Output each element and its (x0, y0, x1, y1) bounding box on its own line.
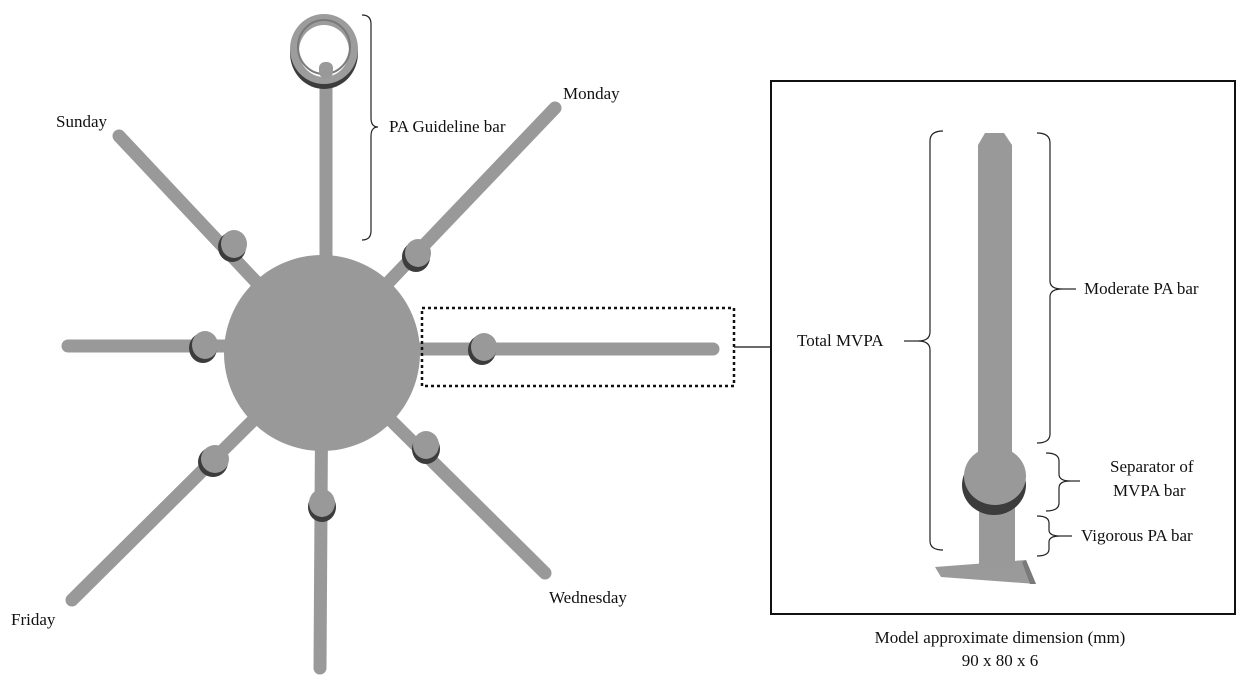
separator-monday (402, 239, 431, 272)
label-sunday: Sunday (56, 112, 108, 131)
central-hub (224, 255, 420, 451)
label-friday: Friday (11, 610, 56, 629)
label-moderate: Moderate PA bar (1084, 279, 1199, 298)
separator-left (189, 331, 218, 363)
separator-right (468, 333, 497, 365)
star-model (61, 14, 720, 675)
caption-line2: 90 x 80 x 6 (962, 651, 1039, 670)
label-separator-1: Separator of (1110, 457, 1194, 476)
label-monday: Monday (563, 84, 620, 103)
moderate-bar (978, 145, 1012, 463)
label-guideline: PA Guideline bar (389, 117, 506, 136)
caption-line1: Model approximate dimension (mm) (875, 628, 1126, 647)
separator-sunday (218, 230, 247, 262)
detail-separator (962, 447, 1026, 515)
detail-bar (935, 133, 1036, 584)
label-vigorous: Vigorous PA bar (1081, 526, 1193, 545)
arm-separators (189, 230, 497, 522)
label-separator-2: MVPA bar (1113, 481, 1186, 500)
label-wednesday: Wednesday (549, 588, 627, 607)
label-total-mvpa: Total MVPA (797, 331, 884, 350)
separator-bottom (308, 489, 336, 522)
guideline-ring (290, 14, 358, 89)
guideline-brace (361, 14, 379, 241)
separator-wednesday (412, 431, 440, 464)
separator-lowerleft (198, 445, 229, 477)
